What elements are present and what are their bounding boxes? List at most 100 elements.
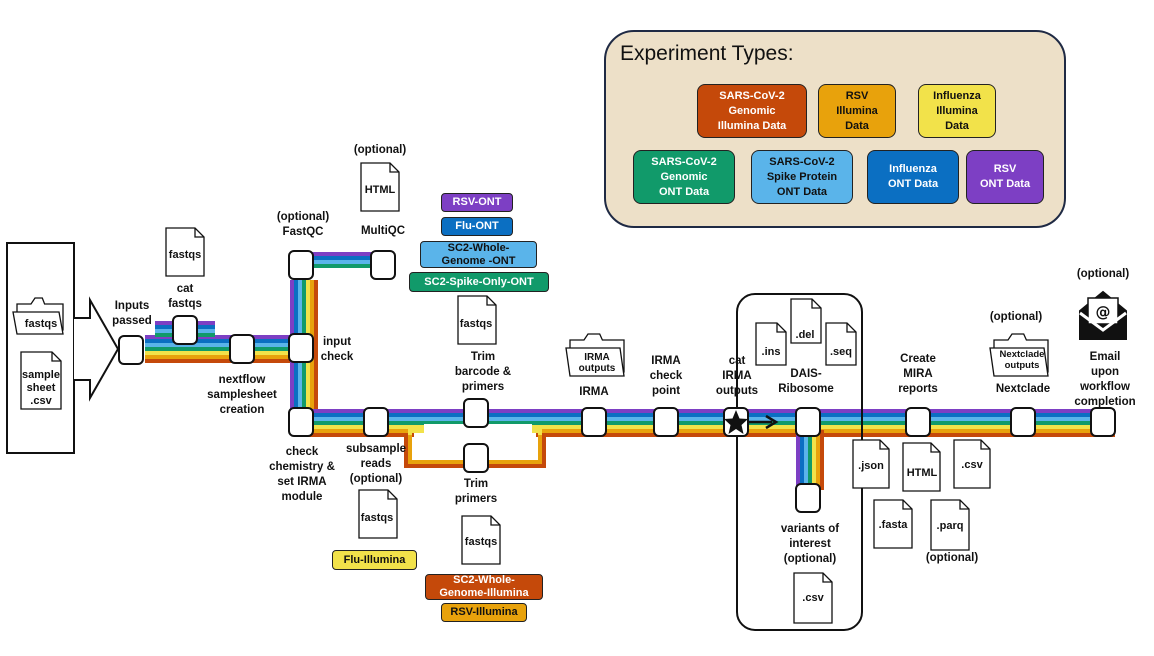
doc-seq-icon (825, 322, 857, 366)
track-inputs-stripe (145, 351, 300, 355)
tag-sc2-whole-genome-ont: SC2-Whole- Genome -ONT (420, 241, 537, 268)
label-input-check: input check (320, 336, 354, 363)
label-reports-optional: (optional) (925, 552, 979, 564)
workflow-node (288, 250, 314, 280)
track-spine-stripe (314, 280, 318, 420)
doc-parq-icon (930, 499, 970, 551)
file-icons: @ (12, 162, 1127, 624)
label-cat-fastqs: cat fastqs (168, 283, 202, 310)
workflow-node (229, 334, 255, 364)
tag-sc2-whole-genome-illumina: SC2-Whole- Genome-Illumina (425, 574, 543, 600)
file-text-fastqs-trim: fastqs (459, 318, 493, 330)
tag-flu-illumina: Flu-Illumina (332, 550, 417, 570)
doc-csv-report-icon-fold (980, 440, 990, 450)
arrow-head-icon (765, 414, 779, 430)
label-dais-ribosome: DAIS- Ribosome (778, 368, 834, 395)
workflow-node (795, 407, 821, 437)
file-text-fastqs-input: fastqs (24, 318, 58, 330)
legend-item-5: Influenza ONT Data (867, 150, 959, 204)
email-flap (1079, 311, 1127, 332)
label-irma-checkpoint: IRMA check point (649, 355, 683, 397)
tag-rsv-ont: RSV-ONT (441, 193, 513, 212)
workflow-node (118, 335, 144, 365)
track-fastqc-stripe (300, 264, 385, 268)
file-text-fasta: .fasta (878, 519, 908, 531)
doc-seq-icon-fold (846, 323, 856, 333)
workflow-node (1010, 407, 1036, 437)
label-trim-barcode: Trim barcode & primers (454, 351, 512, 393)
track-dais-branch-stripe (796, 430, 800, 490)
doc-html-report-icon-fold (930, 443, 940, 453)
inputs-frame (6, 242, 75, 454)
doc-fastqs-cat-icon (165, 227, 205, 277)
doc-fastqs-trim-icon (457, 295, 497, 345)
doc-fastqs-subsample-icon-fold (387, 490, 397, 500)
workflow-node (463, 398, 489, 428)
tag-rsv-illumina: RSV-Illumina (441, 603, 527, 622)
legend-title: Experiment Types: (620, 42, 794, 65)
tag-flu-ont: Flu-ONT (441, 217, 513, 236)
file-text-csv-report: .csv (961, 459, 983, 471)
track-dais-branch-stripe (800, 430, 804, 490)
track-dais-branch-stripe (816, 430, 820, 490)
doc-variants-csv-icon-fold (822, 573, 832, 583)
workflow-node (581, 407, 607, 437)
label-irma: IRMA (579, 386, 609, 398)
legend-item-1: RSV Illumina Data (818, 84, 896, 138)
workflow-node (288, 407, 314, 437)
file-text-nextclade-outputs: Nextclade outputs (999, 349, 1045, 371)
file-text-html-report: HTML (906, 467, 938, 479)
doc-variants-csv-icon (793, 572, 833, 624)
file-text-variants-csv: .csv (802, 592, 824, 604)
label-create-mira-reports: Create MIRA reports (898, 353, 938, 395)
track-inputs-stripe (145, 335, 300, 339)
label-cat-irma-outputs: cat IRMA outputs (715, 355, 759, 397)
label-multiqc-optional: (optional) (353, 144, 407, 156)
doc-fasta-icon-fold (902, 500, 912, 510)
doc-json-icon-fold (879, 440, 889, 450)
file-text-sample-sheet: sample sheet .csv (22, 369, 60, 407)
doc-html-multiqc-icon-fold (389, 163, 399, 173)
workflow-node (653, 407, 679, 437)
doc-fastqs-trim-icon-fold (486, 296, 496, 306)
workflow-node (463, 443, 489, 473)
doc-fastqs-cat-icon-fold (194, 228, 204, 238)
workflow-node (363, 407, 389, 437)
doc-fastqs-subsample-icon (358, 489, 398, 539)
email-at-icon: @ (1096, 303, 1111, 321)
label-email: Email upon workflow completion (1074, 351, 1136, 408)
file-text-fastqs-trim-primers: fastqs (464, 536, 498, 548)
file-text-del: .del (795, 329, 815, 341)
track-main-stripe (300, 433, 1115, 437)
legend-item-4: SARS-CoV-2 Spike Protein ONT Data (751, 150, 853, 204)
doc-fastqs-trim-primers-icon-fold (490, 516, 500, 526)
workflow-node (172, 315, 198, 345)
doc-html-report-icon (902, 442, 941, 492)
label-trim-primers: Trim primers (454, 478, 498, 505)
track-dais-branch-stripe (804, 430, 808, 490)
legend-item-0: SARS-CoV-2 Genomic Illumina Data (697, 84, 807, 138)
track-fastqc-stripe (300, 252, 385, 256)
workflow-node (795, 483, 821, 513)
label-variants-of-interest: variants of interest (optional) (780, 523, 840, 565)
doc-ins-icon-fold (776, 323, 786, 333)
doc-fasta-icon (873, 499, 913, 549)
track-dais-branch-stripe (808, 430, 812, 490)
legend-item-6: RSV ONT Data (966, 150, 1044, 204)
workflow-nodes (6, 242, 1116, 631)
label-multiqc: MultiQC (360, 225, 406, 237)
workflow-node (288, 333, 314, 363)
file-text-fastqs-subsample: fastqs (360, 512, 394, 524)
workflow-node (370, 250, 396, 280)
label-inputs-passed: Inputs passed (112, 300, 152, 327)
file-text-fastqs-cat: fastqs (168, 249, 202, 261)
track-inputs-stripe (145, 343, 300, 347)
label-nextflow-samplesheet: nextflow samplesheet creation (207, 374, 277, 416)
track-main-stripe (300, 425, 1115, 429)
label-email-optional: (optional) (1076, 268, 1130, 280)
file-text-seq: .seq (829, 346, 853, 358)
label-subsample-reads: subsample reads (optional) (345, 443, 407, 485)
workflow-node (905, 407, 931, 437)
folder-nextclade-outputs-icon-front (989, 347, 1049, 377)
